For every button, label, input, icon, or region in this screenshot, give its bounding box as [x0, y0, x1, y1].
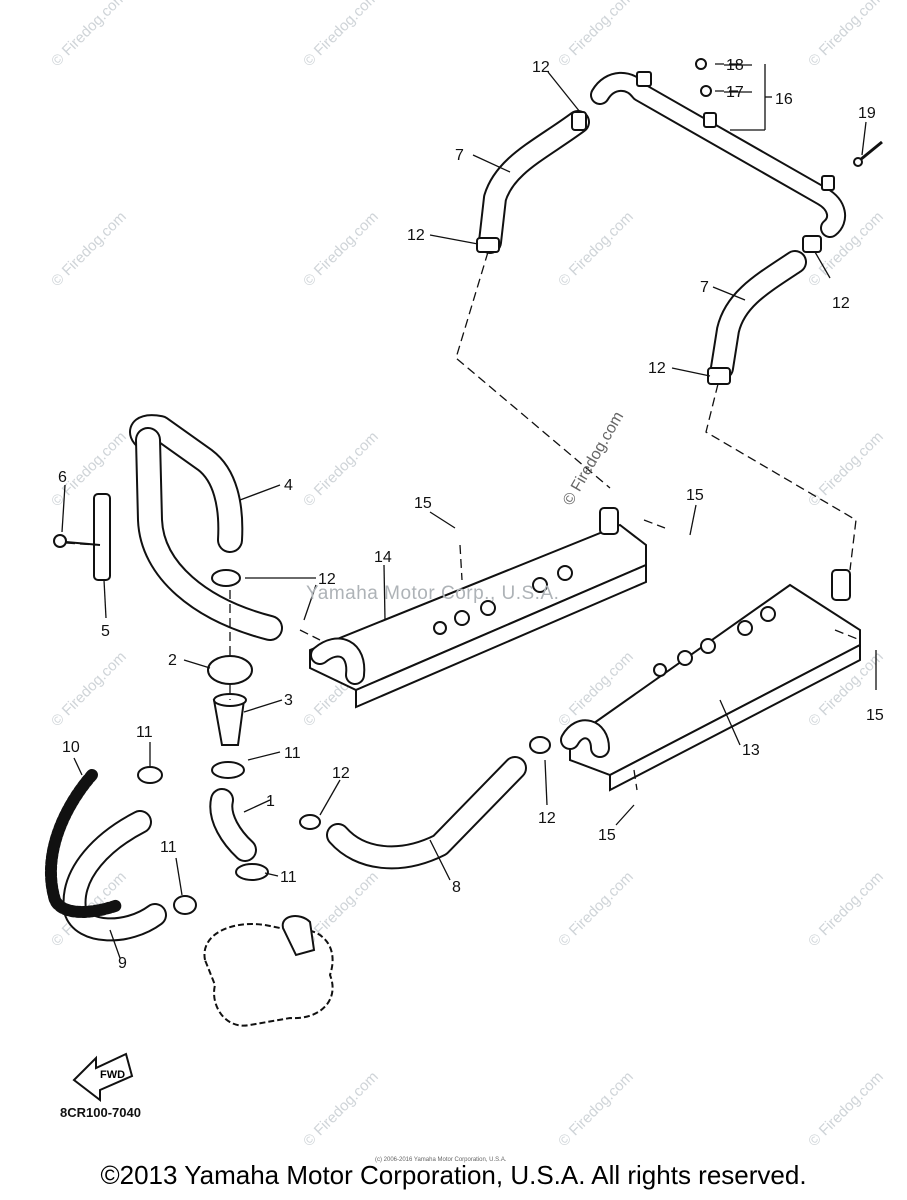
footer-copyright: ©2013 Yamaha Motor Corporation, U.S.A. A… — [100, 1160, 807, 1190]
callout-16: 16 — [775, 91, 793, 108]
mid-copyright: Yamaha Motor Corp., U.S.A. — [306, 583, 560, 604]
callout-14: 14 — [374, 549, 392, 566]
connection-lines — [65, 63, 861, 791]
callout-15: 15 — [598, 827, 616, 844]
callout-13: 13 — [742, 742, 760, 759]
callout-numbers: 12 7 12 7 12 12 19 18 17 16 4 6 5 2 3 12… — [58, 57, 884, 972]
callout-12: 12 — [332, 765, 350, 782]
hose-9-10 — [45, 766, 197, 942]
callout-2: 2 — [168, 652, 177, 669]
callout-18: 18 — [726, 57, 744, 74]
bracket-5 — [53, 493, 111, 581]
clamps-12 — [476, 111, 822, 385]
hose-7-right — [710, 250, 807, 380]
fwd-label: FWD — [100, 1069, 125, 1081]
callout-11: 11 — [280, 869, 297, 886]
radiator-13 — [560, 569, 861, 792]
callout-12: 12 — [532, 59, 550, 76]
callout-19: 19 — [858, 105, 876, 122]
hose-1 — [209, 761, 269, 881]
engine-outline — [203, 915, 334, 1027]
leader-lines — [61, 64, 877, 959]
callout-15: 15 — [866, 707, 884, 724]
radiator-14 — [309, 507, 647, 709]
diagram-code: 8CR100-7040 — [60, 1105, 141, 1120]
callout-11: 11 — [160, 839, 177, 856]
callout-10: 10 — [62, 739, 80, 756]
callout-5: 5 — [101, 623, 110, 640]
hose-4 — [129, 414, 283, 641]
callout-15: 15 — [686, 487, 704, 504]
tiny-copyright: (c) 2006-2016 Yamaha Motor Corporation, … — [375, 1157, 507, 1163]
callout-12: 12 — [648, 360, 666, 377]
callout-7: 7 — [700, 279, 709, 296]
callout-9: 9 — [118, 955, 127, 972]
callout-1: 1 — [266, 793, 275, 810]
callout-6: 6 — [58, 469, 67, 486]
callout-3: 3 — [284, 692, 293, 709]
callout-11: 11 — [136, 724, 153, 741]
callout-17: 17 — [726, 84, 744, 101]
fwd-arrow-icon: FWD — [72, 1052, 134, 1103]
thermostat-2-3 — [207, 569, 253, 746]
callout-12: 12 — [318, 571, 336, 588]
callout-8: 8 — [452, 879, 461, 896]
hose-7-upper — [478, 110, 590, 254]
callout-7: 7 — [455, 147, 464, 164]
hose-8 — [299, 736, 551, 870]
callout-4: 4 — [284, 477, 293, 494]
callout-15: 15 — [414, 495, 432, 512]
hardware-16-19 — [695, 58, 883, 167]
callout-12: 12 — [538, 810, 556, 827]
callout-12: 12 — [832, 295, 850, 312]
crossover-pipe-16 — [590, 71, 847, 238]
callout-12: 12 — [407, 227, 425, 244]
callout-11: 11 — [284, 745, 301, 762]
